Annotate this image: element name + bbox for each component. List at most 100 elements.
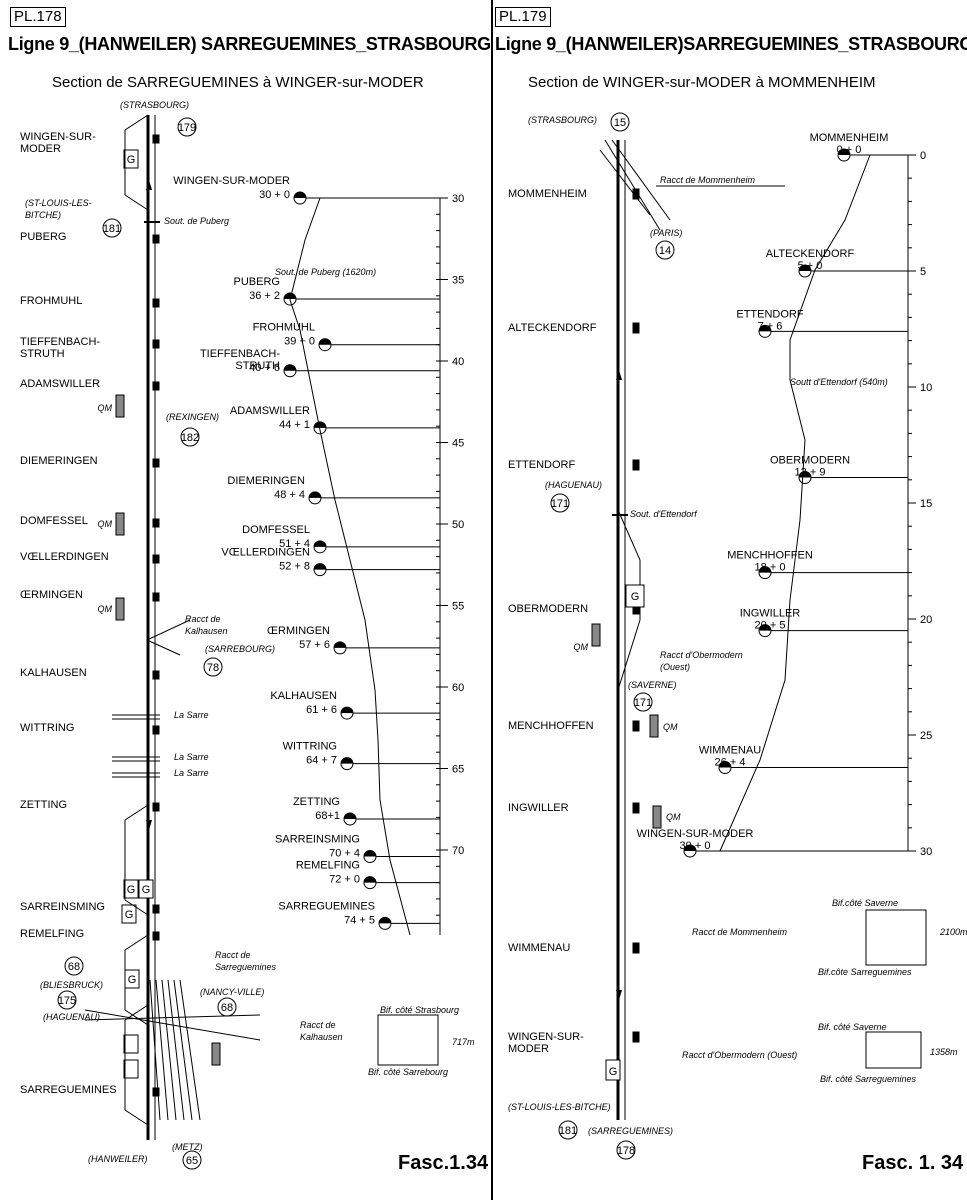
profile-km: 39 + 0 <box>284 336 315 348</box>
station-building <box>632 802 640 814</box>
station-name-left: REMELFING <box>20 928 84 940</box>
profile-km: 36 + 2 <box>249 290 280 302</box>
profile-km: 20 + 5 <box>755 620 786 632</box>
siding <box>124 934 149 951</box>
axis-label: 55 <box>452 601 464 613</box>
siding <box>124 1009 149 1026</box>
ref-179-circle <box>177 117 197 137</box>
station-name-left: VŒLLERDINGEN <box>20 551 109 563</box>
profile-km: 0 + 0 <box>837 144 862 156</box>
gradient-profile-left <box>289 197 411 936</box>
station-name-left: PUBERG <box>20 231 66 243</box>
profile-km: 51 + 4 <box>279 538 310 550</box>
depot-icon <box>123 1059 139 1079</box>
yard-track <box>84 1009 261 1041</box>
ref-15: 15 <box>614 117 626 129</box>
note-metz: (METZ) <box>172 1142 203 1152</box>
branch-line <box>146 619 191 641</box>
ref-178: 178 <box>617 1145 635 1157</box>
station-marker-fill <box>799 265 811 271</box>
ref-65: 65 <box>186 1155 198 1167</box>
goods-shed-label: G <box>128 974 137 986</box>
profile-station-name: MENCHHOFFEN <box>727 550 813 562</box>
station-name-right: WINGEN-SUR-MODER <box>508 1031 584 1055</box>
ref-68-circle <box>64 956 84 976</box>
direction-arrow <box>616 370 622 380</box>
qm-label: QM <box>666 812 681 822</box>
station-marker-fill <box>684 845 696 851</box>
note-tunnel-ettendorf-profile: Soutt d'Ettendorf (540m) <box>790 377 888 387</box>
station-marker-fill <box>314 421 326 428</box>
profile-station-name: INGWILLER <box>740 608 801 620</box>
inset-bif-saverne-1: Bif.côté Saverne <box>832 898 898 908</box>
plate-number-left: PL.178 <box>10 7 66 27</box>
axis-label: 5 <box>920 266 926 278</box>
station-name-left: ADAMSWILLER <box>20 378 100 390</box>
ref-171b: 171 <box>634 697 652 709</box>
station-building <box>632 188 640 200</box>
goods-shed-icon <box>138 879 154 899</box>
note-racct-obermodern: Racct d'Obermodern(Ouest) <box>660 650 743 672</box>
station-building <box>632 459 640 471</box>
profile-station-name: WINGEN-SUR-MODER <box>173 175 290 187</box>
ref-181: 181 <box>103 223 121 235</box>
branch-line <box>604 139 661 231</box>
station-building <box>632 1031 640 1043</box>
ref-78: 78 <box>207 662 219 674</box>
station-building <box>152 904 160 914</box>
inset-bif-sarreguemines-1: Bif.côte Sarreguemines <box>818 967 912 977</box>
station-marker-fill <box>341 757 353 764</box>
ref-175: 175 <box>58 995 76 1007</box>
note-tunnel-puberg-profile: Sout. de Puberg (1620m) <box>275 267 376 277</box>
station-marker-fill <box>344 813 356 820</box>
section-left: Section de SARREGUEMINES à WINGER-sur-MO… <box>52 74 424 91</box>
qm-marker <box>115 512 125 536</box>
axis-label: 25 <box>920 730 932 742</box>
qm-marker <box>652 805 662 829</box>
profile-km: 7 + 6 <box>758 320 783 332</box>
profile-station-name: KALHAUSEN <box>270 690 337 702</box>
profile-station-name: WIMMENAU <box>699 744 761 756</box>
axis-label: 0 <box>920 150 926 162</box>
station-name-left: DIEMERINGEN <box>20 455 98 467</box>
goods-shed-label: G <box>609 1066 618 1078</box>
qm-label: QM <box>98 519 113 529</box>
ref-181-right-circle <box>558 1120 578 1140</box>
station-marker-fill <box>314 563 326 570</box>
qm-marker <box>591 623 601 647</box>
note-tunnel-puberg: Sout. de Puberg <box>164 216 229 226</box>
note-hanweiler: (HANWEILER) <box>88 1154 148 1164</box>
station-marker-fill <box>319 338 331 345</box>
station-building <box>152 802 160 812</box>
axis-label: 30 <box>452 193 464 205</box>
note-bliesbruck: (BLIESBRUCK) <box>40 980 103 990</box>
profile-station-name: OBERMODERN <box>770 454 850 466</box>
profile-km: 40 + 6 <box>249 362 280 374</box>
page-divider <box>491 0 493 1200</box>
note-la-sarre: La Sarre <box>174 710 209 720</box>
yard-track <box>167 979 185 1121</box>
branch-line <box>599 149 651 216</box>
direction-arrow <box>146 180 152 190</box>
ref-68: 68 <box>68 961 80 973</box>
axis-label: 10 <box>920 382 932 394</box>
station-building <box>152 234 160 244</box>
profile-km: 68+1 <box>315 810 340 822</box>
station-marker-fill <box>294 192 306 198</box>
station-marker-fill <box>719 761 731 768</box>
note-sarrebourg: (SARREBOURG) <box>205 644 275 654</box>
profile-km: 70 + 4 <box>329 848 360 860</box>
axis-label: 70 <box>452 845 464 857</box>
note-la-sarre: La Sarre <box>174 752 209 762</box>
branch-line <box>146 639 181 656</box>
qm-marker <box>115 597 125 621</box>
ref-181-right: 181 <box>559 1125 577 1137</box>
station-building <box>152 670 160 680</box>
note-saverne: (SAVERNE) <box>628 680 677 690</box>
inset-box-mommenheim <box>865 909 927 966</box>
station-building <box>632 720 640 732</box>
profile-station-name: TIEFFENBACH-STRUTH <box>200 348 280 372</box>
station-name-right: INGWILLER <box>508 802 569 814</box>
goods-shed-label: G <box>125 909 134 921</box>
inset-box-left <box>377 1014 439 1066</box>
